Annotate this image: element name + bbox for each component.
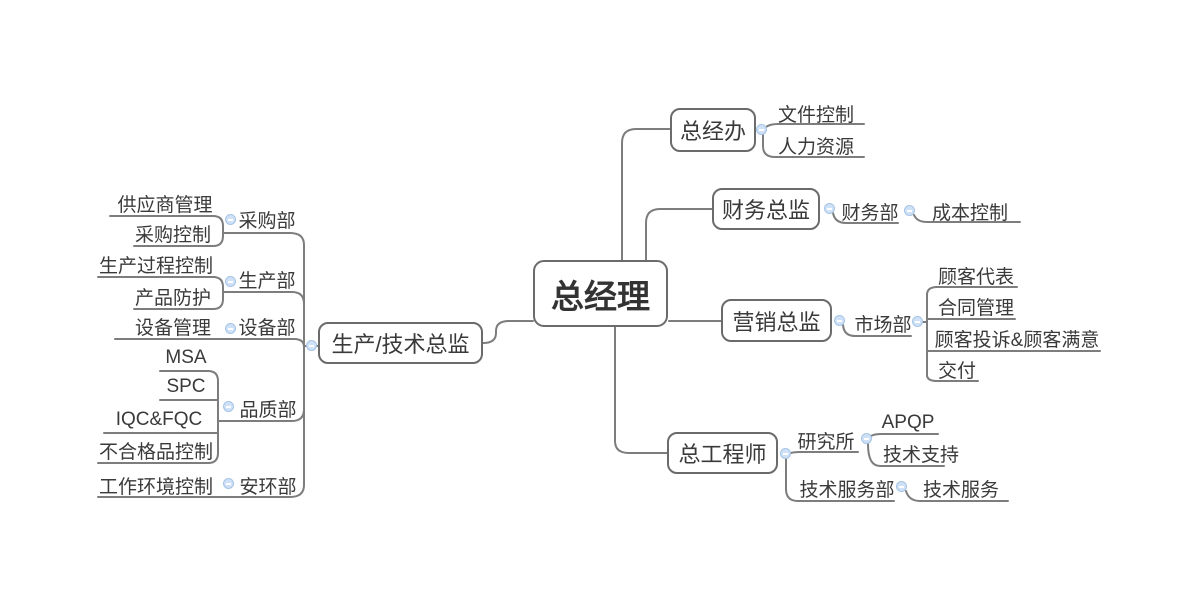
node-apqp[interactable]: APQP bbox=[881, 412, 935, 433]
node-equipment-management[interactable]: 设备管理 bbox=[134, 317, 211, 339]
node-msa[interactable]: MSA bbox=[165, 347, 207, 368]
node-tech-service[interactable]: 技术服务 bbox=[922, 479, 999, 501]
collapse-minus-icon[interactable] bbox=[861, 433, 872, 444]
node-equipment-dept[interactable]: 设备部 bbox=[238, 317, 296, 339]
node-work-env-control[interactable]: 工作环境控制 bbox=[99, 476, 214, 498]
node-chief-engineer[interactable]: 总工程师 bbox=[667, 432, 778, 474]
node-production-dept[interactable]: 生产部 bbox=[238, 270, 296, 292]
node-finance-director[interactable]: 财务总监 bbox=[712, 188, 820, 230]
collapse-minus-icon[interactable] bbox=[896, 481, 907, 492]
node-research-institute[interactable]: 研究所 bbox=[797, 431, 855, 453]
node-general-manager[interactable]: 总经理 bbox=[533, 260, 668, 327]
node-quality-dept[interactable]: 品质部 bbox=[239, 399, 297, 421]
collapse-minus-icon[interactable] bbox=[912, 316, 923, 327]
node-production-tech-director[interactable]: 生产/技术总监 bbox=[318, 322, 483, 364]
node-tech-service-dept[interactable]: 技术服务部 bbox=[799, 479, 895, 501]
node-purchasing-dept[interactable]: 采购部 bbox=[238, 210, 296, 232]
node-contract-management[interactable]: 合同管理 bbox=[937, 297, 1014, 319]
node-finance-dept[interactable]: 财务部 bbox=[841, 202, 899, 224]
node-spc[interactable]: SPC bbox=[166, 376, 206, 397]
collapse-minus-icon[interactable] bbox=[306, 340, 317, 351]
collapse-minus-icon[interactable] bbox=[225, 276, 236, 287]
collapse-minus-icon[interactable] bbox=[904, 205, 915, 216]
node-cost-control[interactable]: 成本控制 bbox=[931, 202, 1008, 224]
node-marketing-director[interactable]: 营销总监 bbox=[721, 299, 832, 342]
node-customer-complaint-satisfaction[interactable]: 顾客投诉&顾客满意 bbox=[934, 329, 1100, 351]
collapse-minus-icon[interactable] bbox=[223, 478, 234, 489]
node-document-control[interactable]: 文件控制 bbox=[777, 104, 854, 126]
node-supplier-management[interactable]: 供应商管理 bbox=[117, 194, 213, 216]
collapse-minus-icon[interactable] bbox=[780, 448, 791, 459]
collapse-minus-icon[interactable] bbox=[225, 323, 236, 334]
node-safety-env-dept[interactable]: 安环部 bbox=[239, 476, 297, 498]
collapse-minus-icon[interactable] bbox=[824, 203, 835, 214]
node-customer-rep[interactable]: 顾客代表 bbox=[937, 266, 1014, 288]
node-nonconforming-control[interactable]: 不合格品控制 bbox=[99, 441, 214, 463]
node-gm-office[interactable]: 总经办 bbox=[670, 108, 756, 152]
node-delivery[interactable]: 交付 bbox=[937, 360, 976, 382]
node-purchasing-control[interactable]: 采购控制 bbox=[134, 224, 211, 246]
collapse-minus-icon[interactable] bbox=[834, 315, 845, 326]
collapse-minus-icon[interactable] bbox=[223, 401, 234, 412]
node-market-dept[interactable]: 市场部 bbox=[854, 314, 912, 336]
node-tech-support[interactable]: 技术支持 bbox=[882, 444, 959, 466]
collapse-minus-icon[interactable] bbox=[225, 214, 236, 225]
node-product-protection[interactable]: 产品防护 bbox=[134, 287, 211, 309]
node-process-control[interactable]: 生产过程控制 bbox=[99, 255, 214, 277]
collapse-minus-icon[interactable] bbox=[756, 124, 767, 135]
node-human-resources[interactable]: 人力资源 bbox=[777, 136, 854, 158]
node-iqc-fqc[interactable]: IQC&FQC bbox=[115, 409, 203, 430]
